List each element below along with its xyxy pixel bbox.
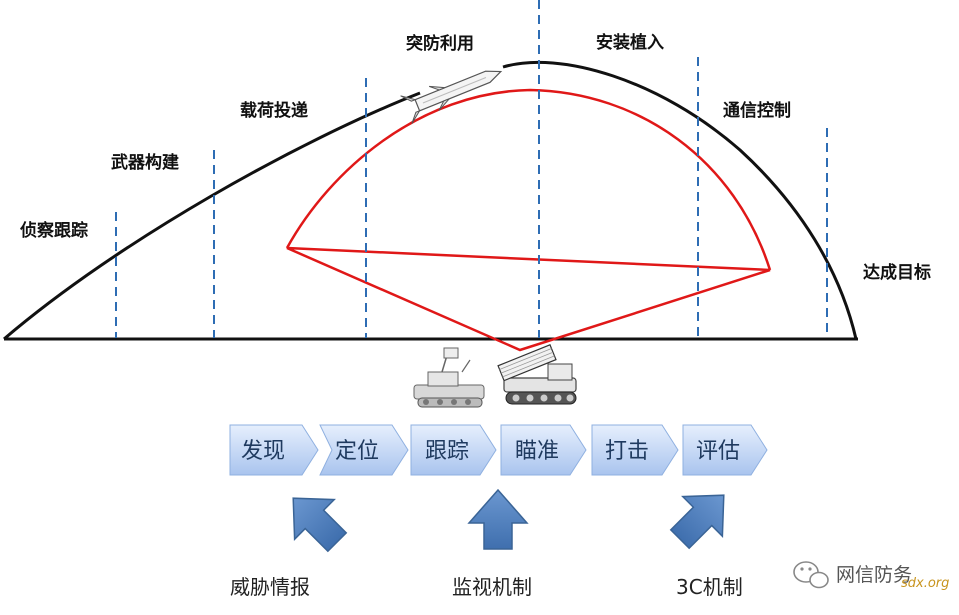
mechanism-label-threat-intel: 威胁情报 <box>230 575 310 599</box>
stage-label-objective: 达成目标 <box>863 262 931 283</box>
stage-label-exploit: 突防利用 <box>406 33 474 54</box>
watermark-domain: sdx.org <box>901 576 949 591</box>
chevron-label-track: 跟踪 <box>425 439 469 464</box>
chevron-label-target: 瞄准 <box>515 439 559 464</box>
chevron-track[interactable]: 跟踪 <box>410 424 497 476</box>
missile-icon <box>400 70 503 124</box>
stage-label-recon: 侦察跟踪 <box>20 220 88 241</box>
radar-vehicle-icon <box>413 347 485 408</box>
chevron-assess[interactable]: 评估 <box>682 424 768 476</box>
engagement-sector <box>286 246 771 352</box>
chevron-fix[interactable]: 定位 <box>319 424 409 476</box>
chevron-label-fix: 定位 <box>335 439 379 464</box>
stage-label-deliver: 载荷投递 <box>240 100 308 121</box>
wechat-icon <box>793 561 829 589</box>
chevron-label-engage: 打击 <box>605 439 649 464</box>
watermark: 网信防务 sdx.org <box>793 561 949 591</box>
stage-label-c2: 通信控制 <box>723 100 791 121</box>
mechanism-label-c3: 3C机制 <box>676 575 743 599</box>
watermark-name: 网信防务 <box>836 564 912 586</box>
trajectory-arc-left <box>3 91 421 341</box>
chevron-target[interactable]: 瞄准 <box>500 424 587 476</box>
chevron-label-find: 发现 <box>241 439 285 464</box>
stage-label-weaponize: 武器构建 <box>111 152 179 173</box>
chevron-find[interactable]: 发现 <box>229 424 319 476</box>
engagement-sector-arc <box>285 88 772 271</box>
mechanism-label-monitoring: 监视机制 <box>452 575 532 599</box>
chevron-label-assess: 评估 <box>696 439 740 464</box>
chevron-engage[interactable]: 打击 <box>591 424 679 476</box>
arrow-c3 <box>669 494 725 550</box>
trajectory-arc-right <box>502 60 858 340</box>
rocket-launcher-icon <box>497 344 577 405</box>
arrow-threat-intel <box>292 497 348 553</box>
stage-label-install: 安装植入 <box>596 32 664 53</box>
stage-dividers <box>115 0 828 338</box>
arrow-monitoring <box>467 488 529 550</box>
